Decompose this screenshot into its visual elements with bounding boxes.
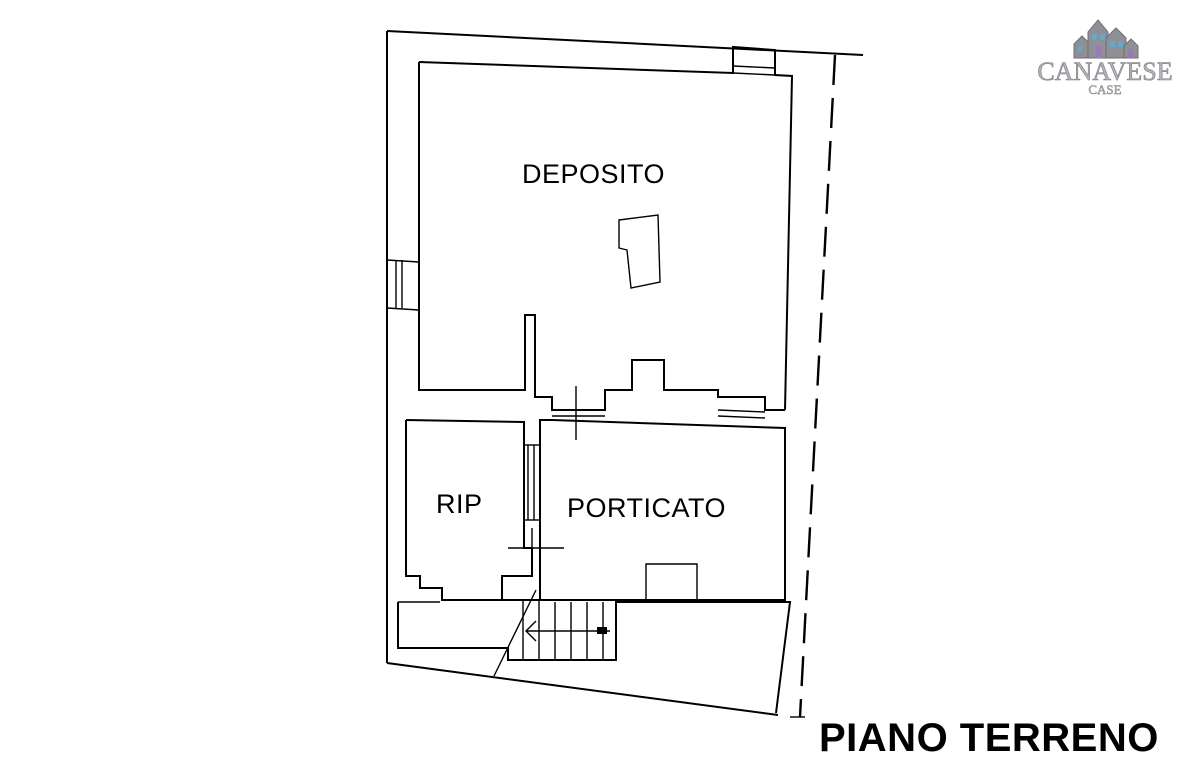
outer-walls <box>386 30 864 716</box>
room-label-deposito: DEPOSITO <box>522 159 665 189</box>
deposito-walls <box>418 45 794 411</box>
canavese-case-logo: CANAVESE CASE <box>1030 14 1180 100</box>
staircase <box>493 589 610 677</box>
houses-icon: CANAVESE CASE <box>1037 19 1173 97</box>
lower-zone <box>397 589 792 714</box>
left-window <box>386 259 420 311</box>
logo-name: CANAVESE <box>1037 57 1172 86</box>
property-line <box>798 54 837 718</box>
drawing-title: PIANO TERRENO <box>819 716 1159 760</box>
porticato-walls <box>539 419 786 601</box>
room-label-rip: RIP <box>436 489 483 519</box>
door-deposito-porticato <box>552 386 766 440</box>
room-label-porticato: PORTICATO <box>567 493 726 523</box>
chimney-outline <box>618 214 661 289</box>
logo-sub: CASE <box>1088 82 1121 97</box>
